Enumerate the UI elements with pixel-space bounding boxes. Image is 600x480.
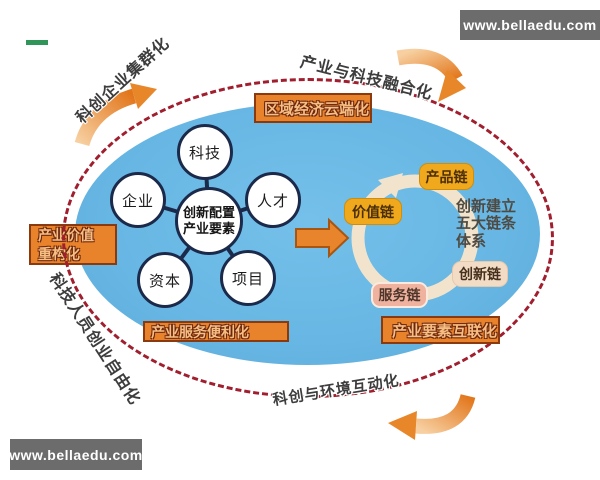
node-talent: 人才: [245, 172, 301, 228]
green-dash-mark: [26, 40, 48, 45]
chip-innovation-chain: 创新链: [452, 261, 508, 287]
node-enterprise: 企业: [110, 172, 166, 228]
arrow-bottom-icon: [415, 393, 476, 434]
node-capital: 资本: [137, 252, 193, 308]
chip-product-chain: 产品链: [419, 163, 474, 190]
watermark-bottom-left: www.bellaedu.com: [9, 439, 142, 470]
node-technology: 科技: [177, 124, 233, 180]
chip-value-chain: 价值链: [344, 198, 402, 225]
dashed-outer-ellipse: [62, 78, 554, 398]
arrow-top-left-head-icon: [130, 83, 157, 109]
label-box-service-convenience: 产业服务便利化: [143, 321, 289, 342]
node-project: 项目: [220, 250, 276, 306]
chain-note-text: 创新建立 五大链条 体系: [456, 199, 517, 250]
label-box-interconnect: 产业要素互联化: [381, 316, 500, 344]
arrow-top-right-head-icon: [438, 70, 466, 102]
label-box-cloud: 区域经济云端化: [254, 93, 372, 123]
arrow-bottom-head-icon: [388, 411, 417, 440]
hub-center-node: 创新配置 产业要素: [175, 187, 243, 255]
watermark-top-right: www.bellaedu.com: [460, 10, 600, 40]
chip-service-chain: 服务链: [371, 282, 428, 308]
